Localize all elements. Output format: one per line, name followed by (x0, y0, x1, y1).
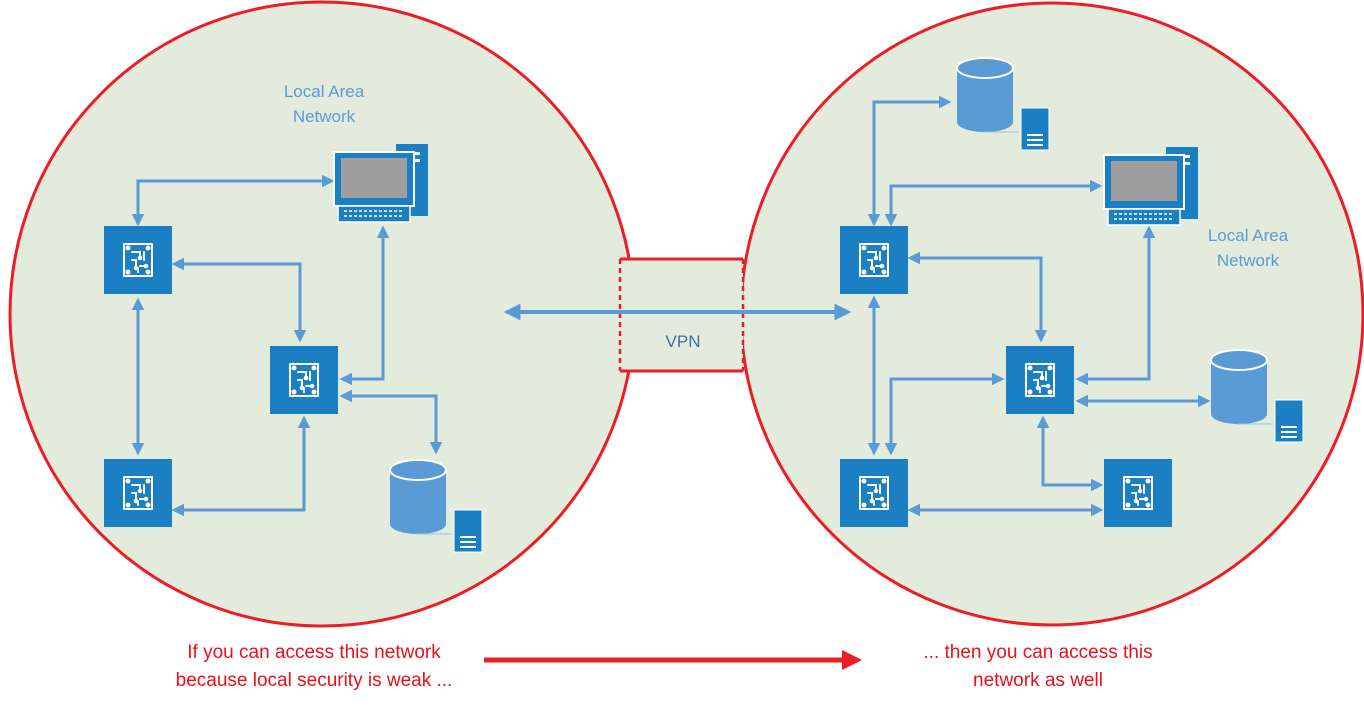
right-router-center-icon[interactable] (1005, 345, 1075, 415)
caption-right-line1: ... then you can access this (923, 642, 1152, 663)
right-network-links (867, 95, 1211, 517)
right-network-label-line2: Network (1217, 251, 1280, 270)
right-network-label-line1: Local Area (1208, 226, 1289, 245)
left-network-label-line2: Network (293, 107, 356, 126)
left-network-links (131, 174, 443, 517)
left-router-bottom-icon[interactable] (103, 458, 173, 528)
right-router-top-icon[interactable] (839, 225, 909, 295)
caption-left-line2: because local security is weak ... (176, 670, 453, 691)
vpn-tunnel (618, 257, 745, 373)
right-desktop-computer-icon[interactable] (1103, 146, 1199, 226)
caption-right-line2: network as well (973, 670, 1103, 691)
left-network-label-line1: Local Area (284, 82, 365, 101)
vpn-label: VPN (666, 332, 701, 351)
left-desktop-computer-icon[interactable] (333, 143, 429, 223)
right-router-bottom-right-icon[interactable] (1103, 458, 1173, 528)
left-router-center-icon[interactable] (269, 345, 339, 415)
left-router-top-icon[interactable] (103, 225, 173, 295)
right-router-bottom-left-icon[interactable] (839, 458, 909, 528)
caption-left-line1: If you can access this network (187, 642, 441, 663)
